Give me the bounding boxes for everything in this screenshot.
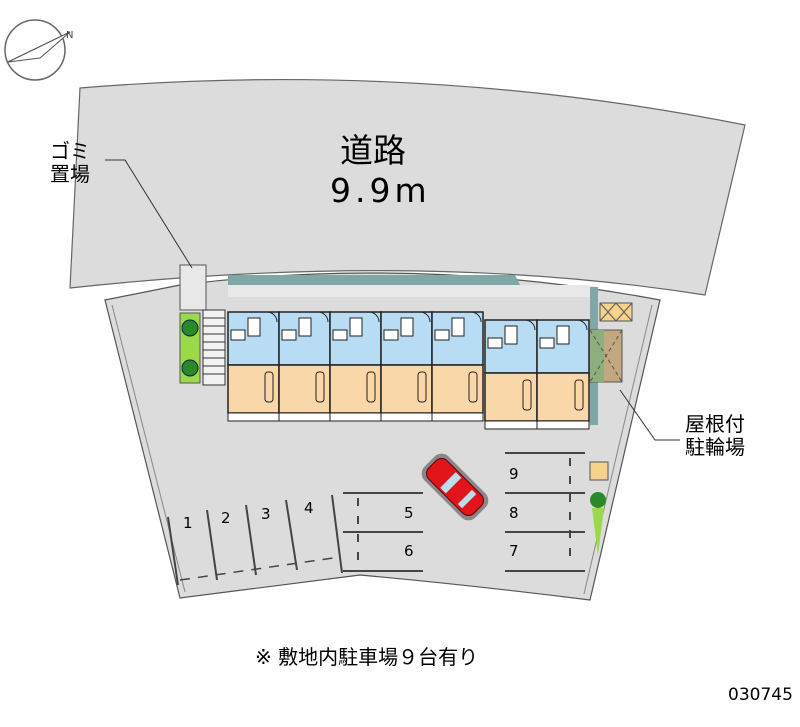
apartment-unit (227, 311, 280, 422)
parking-space-4: 4 (304, 499, 314, 517)
apartment-unit (484, 319, 538, 430)
apartment-unit (431, 311, 484, 422)
parking-space-7: 7 (509, 542, 519, 560)
building-units (227, 311, 590, 430)
parking-note: ※ 敷地内駐車場９台有り (255, 645, 479, 669)
garbage-label-line1: ゴミ (50, 139, 90, 163)
stairs (202, 309, 226, 386)
parking-space-1: 1 (183, 514, 193, 532)
parking-space-2: 2 (221, 509, 231, 527)
bike-label-line1: 屋根付 (685, 412, 745, 436)
parking-space-6: 6 (404, 542, 414, 560)
road (69, 78, 746, 296)
parking-lines (167, 452, 585, 586)
bike-parking (589, 302, 633, 555)
bike-label-line2: 駐輪場 (685, 435, 745, 459)
svg-text:N: N (66, 30, 73, 41)
garbage-label: ゴミ 置場 (50, 140, 90, 186)
parking-space-5: 5 (404, 504, 414, 522)
apartment-unit (329, 311, 382, 422)
car-icon (421, 453, 489, 521)
apartment-unit (536, 319, 590, 430)
apartment-unit (380, 311, 433, 422)
property-code: 030745 (728, 685, 793, 705)
road-width: 9.9m (330, 171, 431, 210)
apartment-unit (278, 311, 331, 422)
compass-icon: N (4, 19, 73, 81)
garbage-label-line2: 置場 (50, 162, 90, 186)
parking-space-3: 3 (261, 505, 271, 523)
garbage-area (179, 264, 207, 311)
bike-parking-label: 屋根付 駐輪場 (685, 413, 745, 459)
road-name: 道路 (340, 131, 406, 170)
parking-space-9: 9 (509, 465, 519, 483)
parking-space-8: 8 (509, 504, 519, 522)
